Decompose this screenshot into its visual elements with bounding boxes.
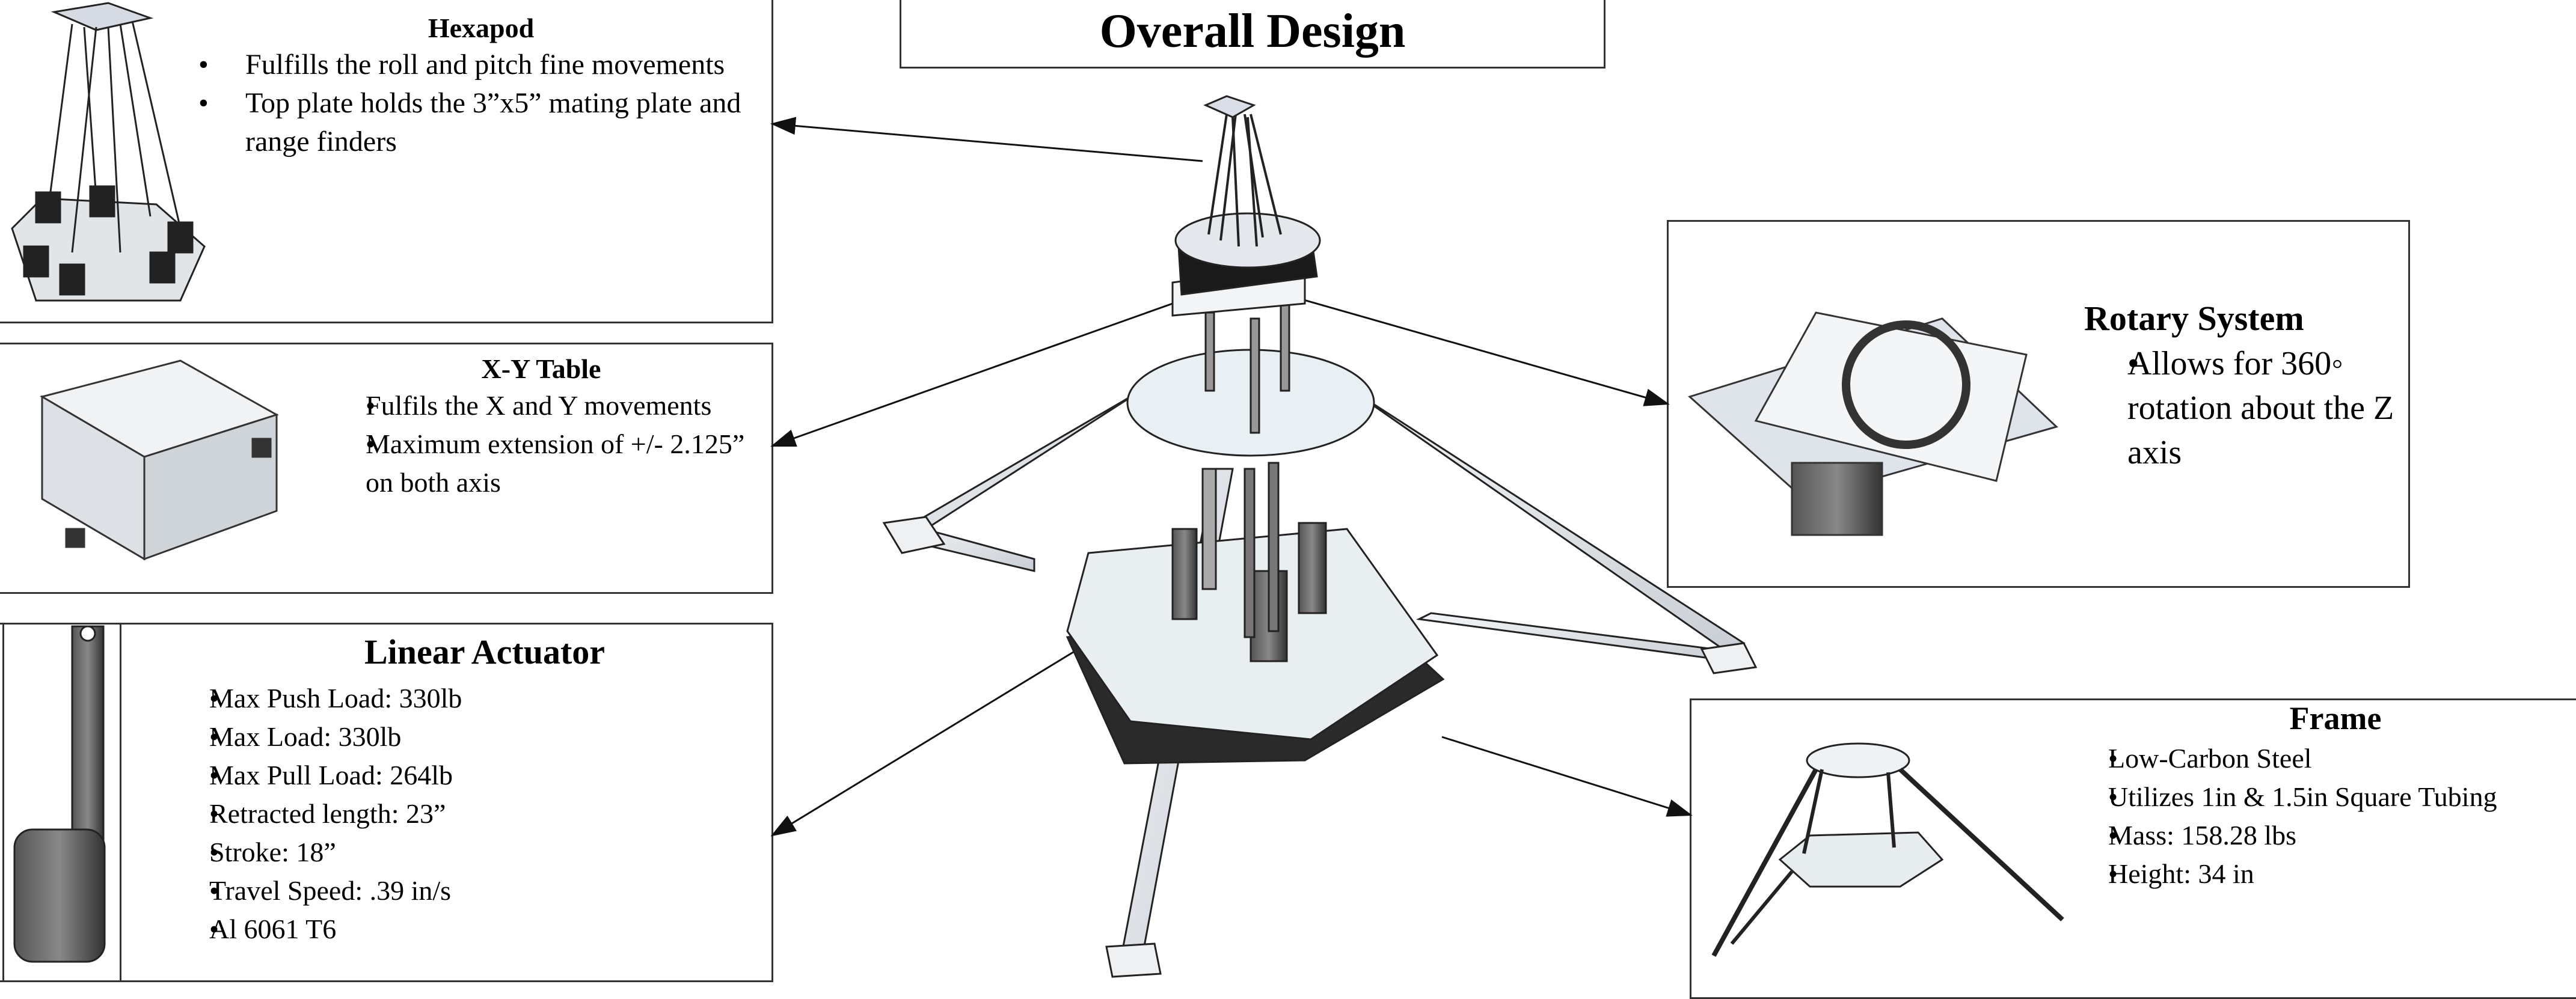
arrow-to-hexapod [770,117,1203,162]
hexapod-strut [1244,114,1264,238]
hexapod-heading: Hexapod [428,13,535,43]
arrow-to-rotary-system [1297,297,1670,406]
frame-thumb-leg [1711,768,1818,957]
frame-bullet: Low-Carbon Steel [2065,739,2576,778]
rotary-thumb-gear-ring [1842,320,1970,449]
xy-table-bullets: Fulfils the X and Y movements Maximum ex… [319,386,764,502]
rotary-system-image [1688,311,2058,536]
frame-foot [1105,942,1162,978]
main-assembly-drawing [882,95,1758,978]
actuator [1171,528,1198,620]
linear-actuator-bullet: Retracted length: 23” [166,795,767,833]
xy-table-image [40,359,279,561]
linear-actuator-bullets: Max Push Load: 330lb Max Load: 330lb Max… [166,679,767,949]
actuator-thumb-eye [79,625,96,642]
hexapod-strut [1247,117,1258,247]
rotary-system-bullets: Allows for 360◦ rotation about the Z axi… [2084,341,2397,475]
frame-thumb-leg [1802,769,1824,854]
actuator-rod [1268,462,1280,632]
hexapod-bullet: Fulfills the roll and pitch fine movemen… [198,46,764,84]
hexapod-thumb-strut [107,26,121,253]
hexapod-image [11,2,206,302]
linear-actuator-bullet: Stroke: 18” [166,833,767,872]
xy-thumb-front [143,413,278,561]
hexapod-strut [1231,117,1240,247]
frame-bullet: Height: 34 in [2065,855,2576,893]
page-title: Overall Design [1099,5,1406,58]
servo [89,185,115,218]
linear-actuator-bullet: Max Load: 330lb [166,718,767,756]
linear-actuator-bullet: Max Push Load: 330lb [166,679,767,718]
xy-thumb-knob [251,438,272,458]
frame-thumb-top-disk [1806,742,1910,778]
title-box: Overall Design [900,0,1605,69]
leader-arrows [770,117,1693,837]
linear-actuator-bullet: Al 6061 T6 [166,910,767,949]
linear-actuator-image [13,625,106,963]
center-column [1201,468,1217,590]
frame-foot [882,516,946,554]
servo [149,251,176,284]
hexapod-strut [1250,114,1282,235]
hexapod-thumb-top [51,2,154,31]
rotary-system-text: Rotary System Allows for 360◦ rotation a… [2084,296,2397,475]
xy-table-bullet: Maximum extension of +/- 2.125” on both … [319,425,764,502]
actuator-thumb-motor [13,828,106,963]
linear-actuator-bullet: Max Pull Load: 264lb [166,756,767,795]
hexapod-bullets: Fulfills the roll and pitch fine movemen… [198,46,764,161]
support-post [1280,299,1290,392]
hexapod-thumb-strut [47,23,73,211]
arrow-to-xy-table [770,302,1173,447]
frame-foot [1700,642,1758,674]
frame-text: Frame Low-Carbon Steel Utilizes 1in & 1.… [2065,697,2576,893]
xy-table-bullet: Fulfils the X and Y movements [319,386,764,425]
servo [59,263,85,296]
support-post [1204,311,1215,392]
frame-thumb-hex-plate [1778,831,1944,888]
hexapod-thumb-strut [131,20,182,229]
frame-thumb-brace [1730,870,1794,945]
actuator-thumb-rod [71,625,105,856]
servo [23,245,49,278]
linear-actuator-bullet: Travel Speed: .39 in/s [166,872,767,910]
hexapod-base-plate [1174,212,1321,269]
frame-thumb-leg [1886,772,1896,848]
xy-table-heading: X-Y Table [481,353,601,384]
hexapod-strut [1207,114,1228,235]
actuator-rod [1244,468,1256,638]
frame-bullet: Mass: 158.28 lbs [2065,816,2576,855]
xy-thumb-knob [65,528,85,548]
frame-image [1711,742,2064,957]
actuator [1298,522,1327,614]
hexapod-top-plate [1203,95,1256,118]
rotary-system-heading: Rotary System [2084,299,2304,338]
linear-actuator-text: Linear Actuator Max Push Load: 330lb Max… [166,625,767,949]
rotary-thumb-motor [1791,462,1883,536]
xy-table-text: X-Y Table Fulfils the X and Y movements … [319,352,764,502]
arrow-to-frame [1441,736,1693,817]
frame-thumb-leg [1898,768,2064,921]
frame-leg [912,386,1146,530]
support-post [1250,317,1260,434]
frame-heading: Frame [2289,700,2382,736]
servo [35,191,61,224]
hexapod-thumb-strut [119,23,152,217]
rotary-system-bullet: Allows for 360◦ rotation about the Z axi… [2084,341,2397,475]
servo [167,221,194,254]
frame-bullet: Utilizes 1in & 1.5in Square Tubing [2065,778,2576,816]
hexapod-bullet: Top plate holds the 3”x5” mating plate a… [198,84,764,161]
hexapod-text: Hexapod Fulfills the roll and pitch fine… [198,11,764,161]
hexapod-thumb-strut [71,26,97,253]
hexapod-thumb-strut [83,26,97,199]
linear-actuator-heading: Linear Actuator [364,632,606,671]
linear-actuator-image-frame [2,623,121,982]
frame-bullets: Low-Carbon Steel Utilizes 1in & 1.5in Sq… [2065,739,2576,893]
